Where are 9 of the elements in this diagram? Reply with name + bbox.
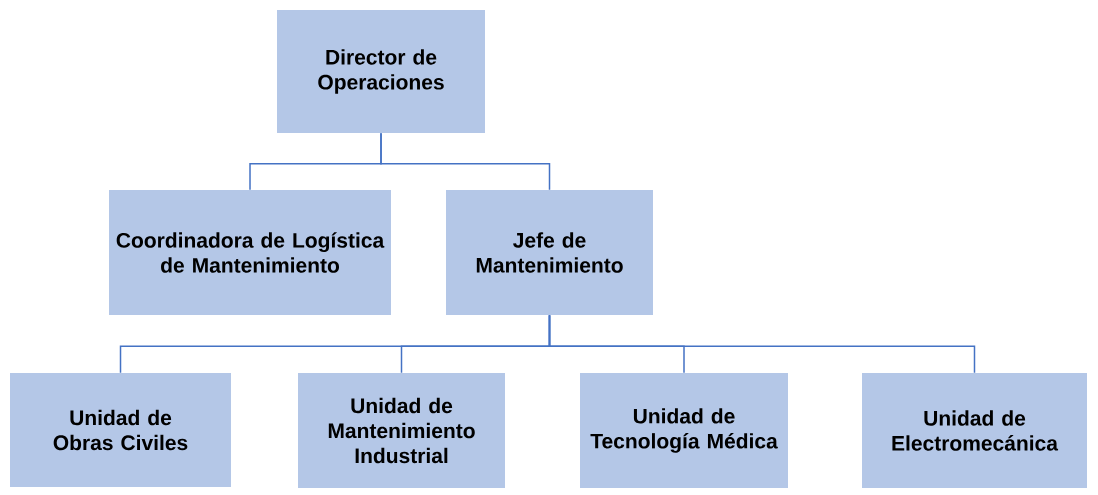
connector-line [548, 314, 976, 374]
org-box: Unidad de Mantenimiento Industrial [298, 373, 505, 488]
org-box: Jefe de Mantenimiento [446, 190, 653, 315]
org-box: Unidad de Tecnología Médica [580, 373, 788, 488]
org-box: Coordinadora de Logística de Mantenimiento [109, 190, 391, 315]
org-box: Unidad de Electromecánica [862, 373, 1087, 488]
org-box: Director de Operaciones [277, 10, 485, 133]
connector-line [380, 132, 551, 191]
org-box: Unidad de Obras Civiles [10, 373, 231, 487]
